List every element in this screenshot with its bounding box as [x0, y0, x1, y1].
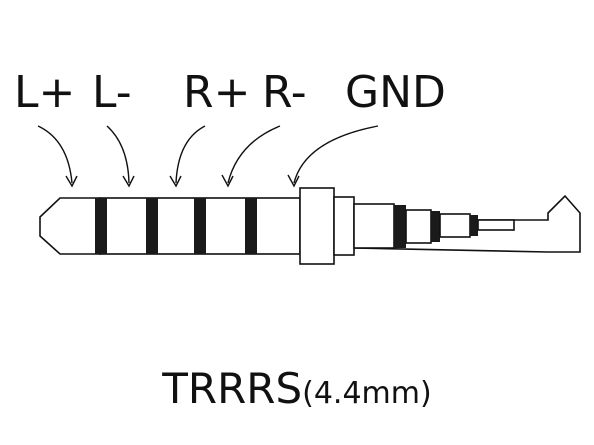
arrow-gnd: [287, 125, 379, 188]
plug-collar: [299, 187, 335, 265]
pin-label-r-minus: R-: [262, 67, 307, 118]
plug-collar-step: [333, 196, 355, 256]
arrow-l-plus: [37, 125, 78, 188]
caption: TRRRS(4.4mm): [161, 364, 431, 413]
pin-label-gnd: GND: [345, 67, 446, 118]
insulator-band-1: [95, 198, 107, 254]
pin-label-r-plus: R+: [183, 67, 250, 118]
plug-body-segment-3: [439, 213, 471, 238]
plug-body-segment-2: [405, 209, 432, 244]
pin-label-l-minus: L-: [92, 67, 132, 118]
plug-tip: [39, 197, 101, 255]
pointer-arrows: [37, 125, 379, 188]
insulator-band-2: [146, 198, 158, 254]
plug-body: [39, 187, 581, 265]
plug-body-band-2: [431, 211, 440, 242]
plug-body-segment-1: [353, 203, 395, 249]
plug-body-band: [394, 205, 406, 248]
pin-label-l-plus: L+: [14, 67, 75, 118]
plug-pin: [477, 219, 515, 231]
insulator-band-3: [194, 198, 206, 254]
plug-clamp: [353, 194, 581, 253]
insulator-band-4: [245, 198, 257, 254]
arrow-r-plus: [169, 125, 206, 188]
arrow-r-minus: [221, 125, 281, 188]
arrow-l-minus: [106, 125, 135, 188]
plug-body-band-3: [470, 215, 478, 236]
caption-main: TRRRS: [161, 364, 302, 413]
caption-sub: (4.4mm): [302, 376, 432, 411]
